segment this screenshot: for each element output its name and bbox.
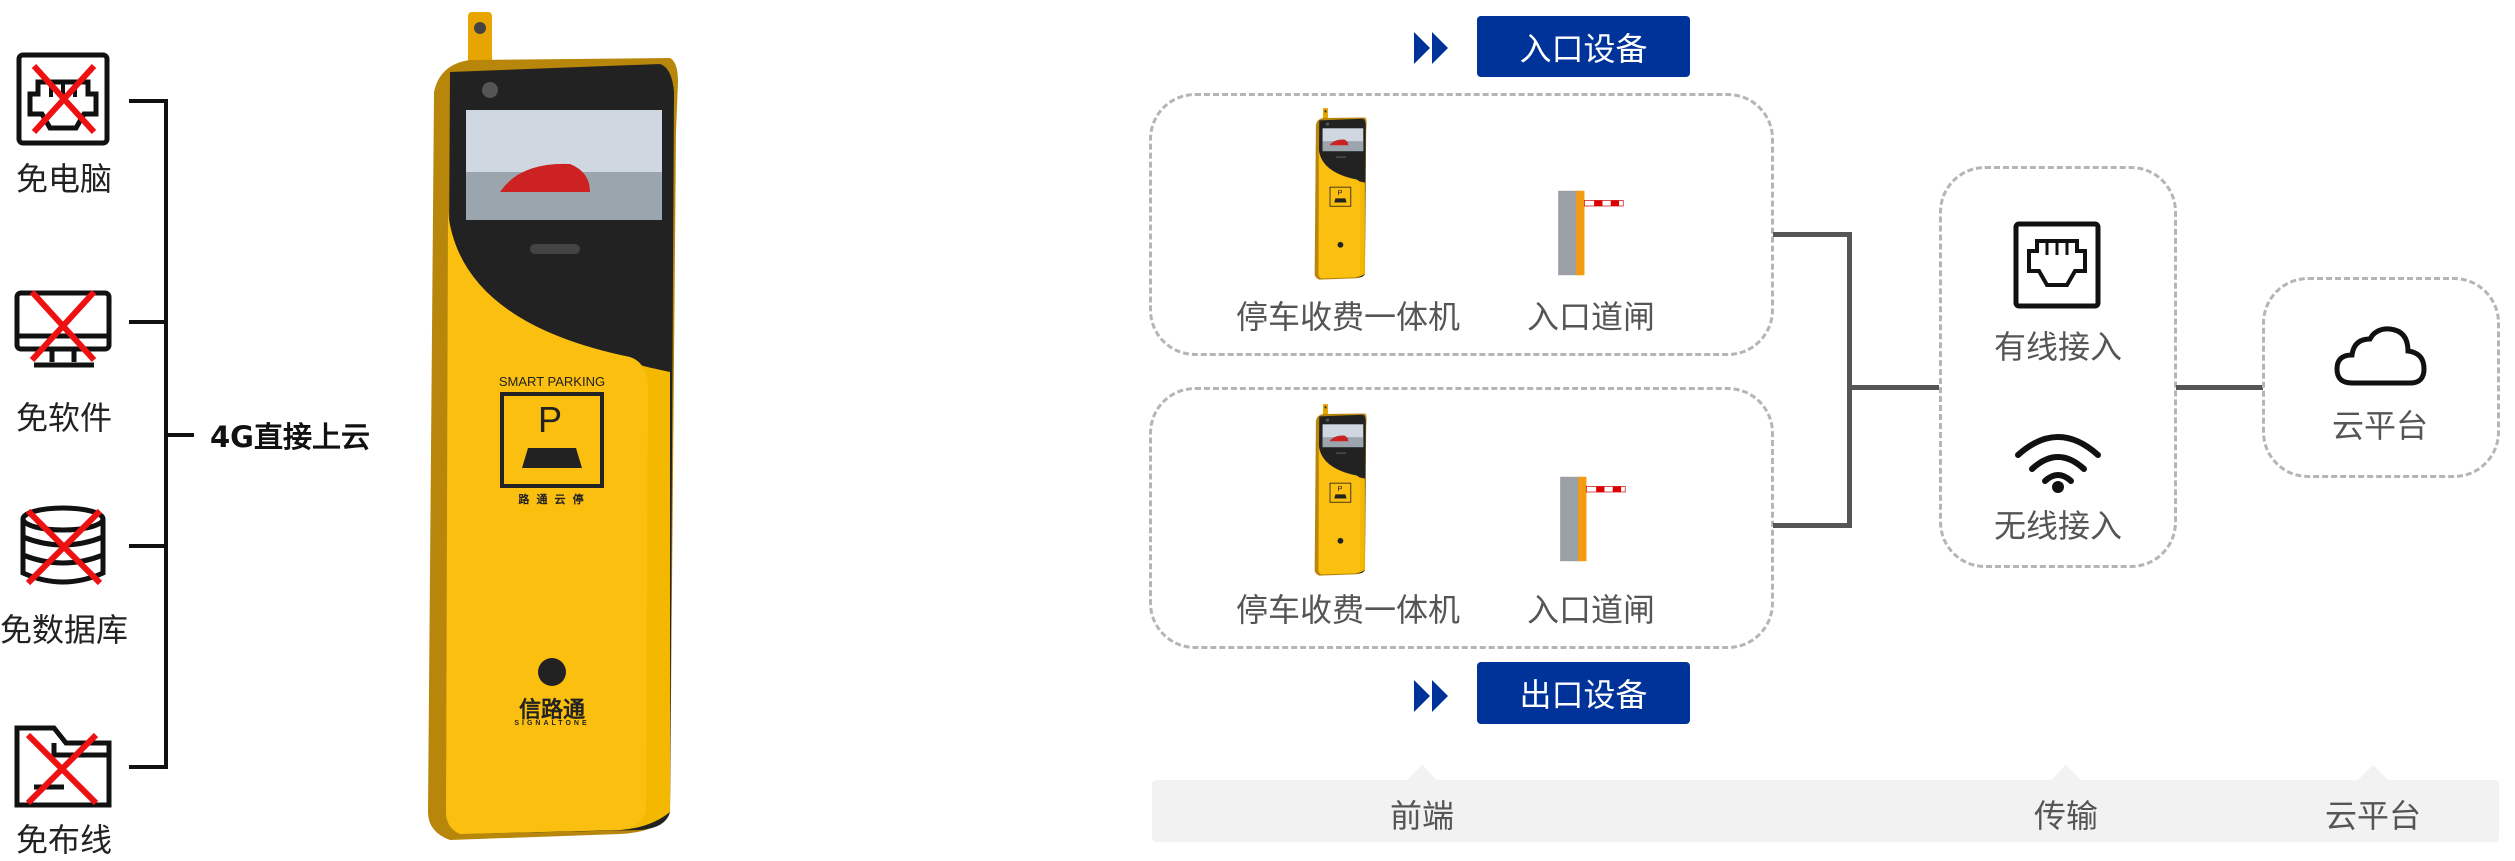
- device-label: 入口道闸: [1526, 298, 1656, 336]
- kiosk-thumbnail: [1313, 404, 1367, 576]
- feature-label: 免数据库: [0, 611, 129, 649]
- entry-devices-button[interactable]: 入口设备: [1477, 16, 1690, 77]
- kiosk-top-text: SMART PARKING: [498, 374, 606, 389]
- device-label: 入口道闸: [1526, 591, 1656, 629]
- wireless-access-label: 无线接入: [1993, 507, 2123, 545]
- kiosk-thumbnail: [1313, 108, 1367, 280]
- stage-cloud-label: 云平台: [2324, 797, 2422, 835]
- bracket-tick: [129, 320, 166, 324]
- double-chevron-icon: [1414, 32, 1448, 64]
- barrier-gate-image: [1555, 188, 1625, 278]
- stage-front-label: 前端: [1389, 797, 1455, 835]
- pointer-triangle: [1406, 765, 1438, 781]
- pointer-triangle: [2050, 765, 2082, 781]
- bracket-tick: [129, 544, 166, 548]
- wired-access-label: 有线接入: [1993, 328, 2123, 366]
- bracket-tick: [164, 433, 194, 437]
- device-label: 停车收费一体机: [1235, 298, 1461, 336]
- bracket-tick: [129, 99, 166, 103]
- exit-devices-button[interactable]: 出口设备: [1477, 662, 1690, 724]
- stage-bar: [1152, 780, 2499, 842]
- kiosk-brand-en: SIGNALTONE: [514, 720, 590, 727]
- barrier-gate-image: [1557, 474, 1627, 564]
- feature-label: 免布线: [15, 821, 113, 859]
- kiosk-sign-caption: 路 通 云 停: [518, 494, 586, 506]
- stage-transmission-label: 传输: [2033, 797, 2099, 835]
- ethernet-port-icon: [2013, 221, 2101, 309]
- feature-label: 免电脑: [15, 160, 113, 198]
- parking-kiosk-image: SMART PARKING 路 通 云 停 信路通 SIGNALTONE: [420, 12, 680, 842]
- connector-line: [1773, 523, 1851, 528]
- wifi-icon: [2015, 434, 2101, 493]
- cloud-icon: [2334, 326, 2427, 386]
- ethernet-crossed-icon: [16, 52, 110, 146]
- device-label: 停车收费一体机: [1235, 591, 1461, 629]
- connector-line: [1847, 385, 1939, 390]
- transmission-group: [1939, 166, 2177, 568]
- connector-line: [1847, 232, 1852, 528]
- bracket-tick: [129, 765, 166, 769]
- cloud-platform-label: 云平台: [2331, 407, 2429, 445]
- kiosk-brand: 信路通: [518, 698, 585, 723]
- summary-label: 4G直接上云: [210, 420, 370, 454]
- exit-group: [1149, 387, 1774, 649]
- cloud-group: [2262, 277, 2500, 478]
- connector-line: [1773, 232, 1851, 237]
- folder-crossed-icon: [14, 725, 112, 808]
- monitor-crossed-icon: [14, 290, 112, 368]
- connector-line: [2176, 385, 2263, 390]
- entry-group: [1149, 93, 1774, 356]
- database-crossed-icon: [20, 505, 106, 586]
- pointer-triangle: [2357, 765, 2389, 781]
- feature-label: 免软件: [15, 399, 113, 437]
- double-chevron-icon: [1414, 680, 1448, 712]
